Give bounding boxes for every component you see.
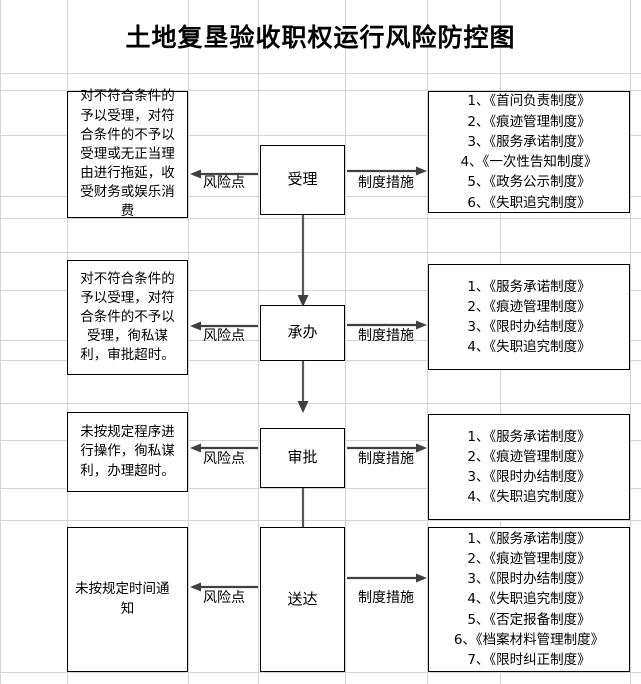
gridline-vertical — [427, 0, 428, 684]
measure-item: 2、《痕迹管理制度》 — [467, 550, 591, 567]
risk-arrow-row-4 — [190, 581, 258, 593]
risk-arrow-row-3 — [190, 442, 258, 454]
gridline-horizontal — [0, 488, 641, 489]
gridline-vertical — [0, 0, 1, 684]
measures-label-row-3: 制度措施 — [358, 451, 414, 467]
measure-item: 6、《档案材料管理制度》 — [453, 631, 605, 648]
flow-connector-1-2 — [296, 215, 310, 307]
measure-arrow-row-3 — [347, 442, 427, 454]
risk-text: 对不符合条件的予以受理，对符合条件的不予以受理，徇私谋利，审批超时。 — [80, 270, 175, 364]
measures-label-row-1: 制度措施 — [358, 175, 414, 191]
measure-item: 3、《限时办结制度》 — [467, 571, 591, 588]
stage-text: 承办 — [287, 323, 318, 342]
stage-box-row-4: 送达 — [260, 527, 345, 672]
stage-text: 送达 — [287, 589, 318, 608]
measure-arrow-row-2 — [347, 319, 427, 331]
gridline-horizontal — [0, 252, 641, 253]
risk-point-label-row-1: 风险点 — [203, 175, 245, 191]
risk-text: 未按规定时间通知 — [75, 581, 170, 617]
risk-box-row-4: 未按规定时间通知 — [67, 527, 188, 672]
gridline-horizontal — [0, 290, 641, 291]
risk-point-label-row-2: 风险点 — [203, 328, 245, 344]
measure-item: 3、《限时办结制度》 — [467, 469, 591, 485]
gridline-horizontal — [0, 73, 641, 74]
measure-item: 2、《痕迹管理制度》 — [467, 298, 591, 315]
measure-item: 1、《首问负责制度》 — [467, 93, 591, 110]
measure-item: 1、《服务承诺制度》 — [467, 278, 591, 295]
stage-text: 受理 — [287, 170, 318, 189]
measures-label-row-4: 制度措施 — [358, 590, 414, 606]
gridline-horizontal — [0, 403, 641, 404]
gridline-vertical — [188, 0, 189, 684]
risk-point-label-row-3: 风险点 — [203, 451, 245, 467]
measures-box-row-1: 1、《首问负责制度》 2、《痕迹管理制度》 3、《服务承诺制度》 4、《一次性告… — [428, 91, 630, 213]
gridline-horizontal — [0, 135, 641, 136]
measures-box-row-4: 1、《服务承诺制度》 2、《痕迹管理制度》 3、《限时办结制度》 4、《失职追究… — [428, 527, 630, 672]
measure-item: 5、《否定报备制度》 — [467, 611, 591, 628]
gridline-horizontal — [0, 90, 641, 91]
measure-item: 6、《失职追究制度》 — [467, 194, 591, 211]
page-title: 土地复垦验收职权运行风险防控图 — [125, 23, 516, 52]
measure-item: 2、《痕迹管理制度》 — [467, 113, 591, 130]
gridline-horizontal — [0, 218, 641, 219]
measure-arrow-row-4 — [347, 572, 427, 584]
measure-item: 1、《服务承诺制度》 — [467, 530, 591, 547]
measure-item: 4、《一次性告知制度》 — [460, 154, 598, 170]
measure-item: 2、《痕迹管理制度》 — [467, 448, 591, 465]
flow-connector-2-3 — [296, 361, 310, 413]
stage-box-row-3: 审批 — [260, 428, 345, 488]
risk-arrow-row-2 — [190, 320, 258, 332]
measure-item: 7、《限时纠正制度》 — [467, 652, 591, 669]
risk-text: 未按规定程序进行操作，徇私谋利，办理超时。 — [80, 424, 175, 479]
gridline-horizontal — [0, 520, 641, 521]
measure-item: 3、《限时办结制度》 — [467, 319, 591, 335]
gridline-vertical — [345, 0, 346, 684]
measure-item: 4、《失职追究制度》 — [467, 591, 591, 608]
gridline-vertical — [258, 0, 259, 684]
risk-box-row-1: 对不符合条件的予以受理，对符合条件的不予以受理或无正当理由进行拖延，收受财务或娱… — [67, 88, 188, 219]
risk-box-row-2: 对不符合条件的予以受理，对符合条件的不予以受理，徇私谋利，审批超时。 — [67, 260, 188, 375]
measure-item: 4、《失职追究制度》 — [467, 339, 591, 356]
measure-item: 4、《失职追究制度》 — [467, 489, 591, 506]
measure-item: 5、《政务公示制度》 — [467, 174, 591, 191]
gridline-vertical — [630, 0, 631, 684]
gridline-horizontal — [0, 672, 641, 673]
measures-box-row-3: 1、《服务承诺制度》 2、《痕迹管理制度》 3、《限时办结制度》 4、《失职追究… — [428, 414, 630, 520]
measures-box-row-2: 1、《服务承诺制度》 2、《痕迹管理制度》 3、《限时办结制度》 4、《失职追究… — [428, 264, 630, 370]
stage-box-row-2: 承办 — [260, 305, 345, 361]
stage-box-row-1: 受理 — [260, 145, 345, 215]
flow-connector-3-4 — [296, 488, 310, 528]
risk-point-label-row-4: 风险点 — [203, 590, 245, 606]
risk-text: 对不符合条件的予以受理，对符合条件的不予以受理或无正当理由进行拖延，收受财务或娱… — [80, 88, 175, 220]
risk-arrow-row-1 — [190, 168, 258, 180]
measure-arrow-row-1 — [347, 165, 427, 177]
measure-item: 3、《服务承诺制度》 — [467, 133, 591, 150]
measures-label-row-2: 制度措施 — [358, 328, 414, 344]
measure-item: 1、《服务承诺制度》 — [467, 428, 591, 445]
risk-box-row-3: 未按规定程序进行操作，徇私谋利，办理超时。 — [67, 412, 188, 492]
stage-text: 审批 — [287, 448, 318, 467]
